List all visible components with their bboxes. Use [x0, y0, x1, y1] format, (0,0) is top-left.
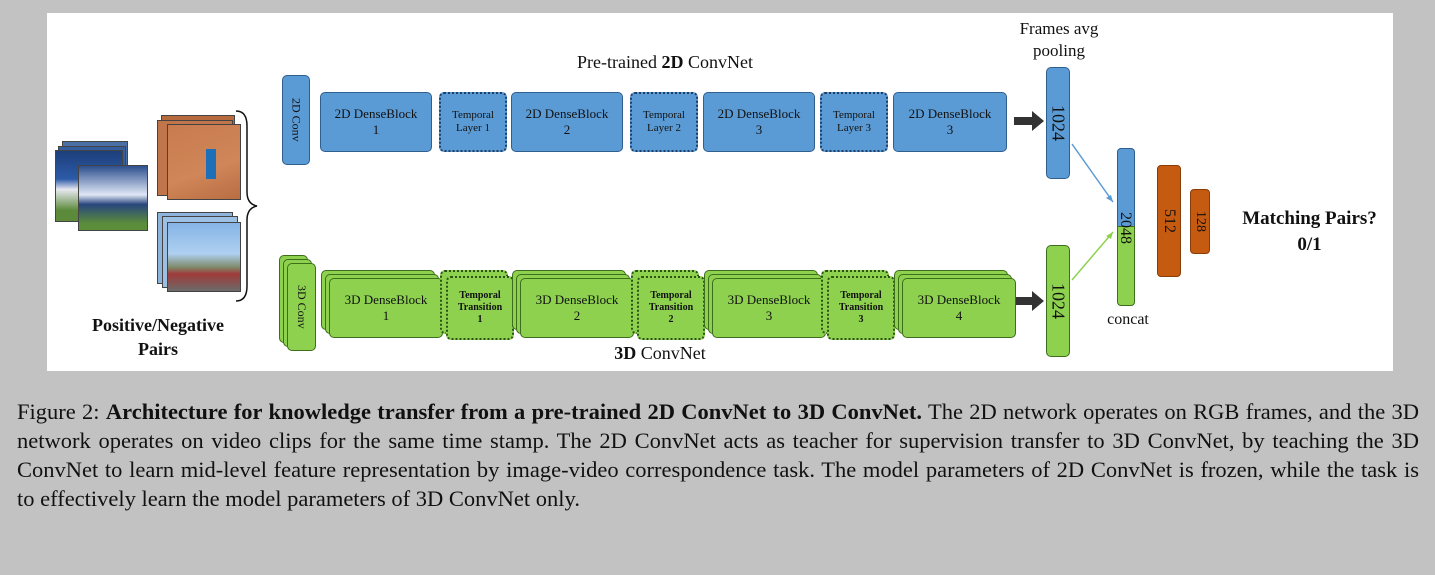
- temporal-layer-label-2: Temporal Layer 2: [643, 109, 685, 134]
- arrow-bottom-icon: [1014, 291, 1044, 311]
- concat-label: concat: [1107, 311, 1149, 328]
- concat-3d-part: [1117, 226, 1135, 306]
- dense2d-block-4: 2D DenseBlock 3: [893, 92, 1007, 152]
- dense2d-block-3: 2D DenseBlock 3: [703, 92, 815, 152]
- feature-2d-value: 1024: [1048, 105, 1069, 141]
- temporal-layer-1: Temporal Layer 1: [439, 92, 507, 152]
- tennis-image: [167, 124, 241, 200]
- arrow-top-icon: [1014, 111, 1044, 131]
- dense2d-label-3: 2D DenseBlock 3: [717, 106, 801, 137]
- fc-128: 128: [1190, 189, 1210, 254]
- caption-text: The 2D network operates on RGB frames, a…: [17, 399, 1419, 511]
- conv3d-block: 3D Conv: [287, 263, 316, 351]
- fc-512: 512: [1157, 165, 1181, 277]
- caption-prefix: Figure 2:: [17, 399, 106, 424]
- dense3d-block-3: 3D DenseBlock 3: [712, 278, 826, 338]
- tennis-player-shape: [206, 149, 216, 179]
- temporal-transition-label-3: Temporal Transition 3: [838, 290, 884, 325]
- fc-512-value: 512: [1161, 209, 1178, 233]
- dense3d-label-3: 3D DenseBlock 3: [727, 292, 811, 323]
- input-label: Positive/Negative Pairs: [92, 315, 224, 359]
- dense3d-block-1: 3D DenseBlock 1: [329, 278, 443, 338]
- bottom-title-bold: 3D: [614, 343, 637, 363]
- top-title-bold: 2D: [661, 52, 684, 72]
- temporal-layer-2: Temporal Layer 2: [630, 92, 698, 152]
- concat-block: 2048: [1117, 148, 1135, 306]
- feature-3d: 1024: [1046, 245, 1070, 357]
- temporal-transition-2: Temporal Transition 2: [637, 276, 705, 340]
- pooling-label: Frames avg pooling: [1019, 19, 1099, 60]
- output-label: Matching Pairs? 0/1: [1242, 208, 1377, 255]
- street-image: [167, 222, 241, 292]
- caption-bold: Architecture for knowledge transfer from…: [105, 399, 923, 424]
- temporal-layer-label-3: Temporal Layer 3: [833, 109, 875, 134]
- fc-128-value: 128: [1193, 211, 1208, 232]
- feature-2d: 1024: [1046, 67, 1070, 179]
- temporal-transition-1: Temporal Transition 1: [446, 276, 514, 340]
- dense2d-label-2: 2D DenseBlock 2: [525, 106, 609, 137]
- dense3d-label-1: 3D DenseBlock 1: [344, 292, 428, 323]
- concat-connectors: [1071, 143, 1114, 281]
- dense3d-label-4: 3D DenseBlock 4: [917, 292, 1001, 323]
- dense2d-label-1: 2D DenseBlock 1: [334, 106, 418, 137]
- temporal-layer-3: Temporal Layer 3: [820, 92, 888, 152]
- bottom-title-suffix: ConvNet: [636, 343, 706, 363]
- bottom-network-title: 3D ConvNet: [560, 343, 760, 364]
- dense3d-block-2: 3D DenseBlock 2: [520, 278, 634, 338]
- football-image: [78, 165, 148, 231]
- dense2d-block-1: 2D DenseBlock 1: [320, 92, 432, 152]
- conv2d-label: 2D Conv: [289, 98, 304, 142]
- dense3d-block-4: 3D DenseBlock 4: [902, 278, 1016, 338]
- temporal-transition-label-1: Temporal Transition 1: [457, 290, 503, 325]
- conv2d-block: 2D Conv: [282, 75, 310, 165]
- grouping-brace: [235, 110, 258, 302]
- top-network-title: Pre-trained 2D ConvNet: [480, 52, 850, 73]
- concat-value: 2048: [1117, 212, 1134, 244]
- dense2d-label-4: 2D DenseBlock 3: [908, 106, 992, 137]
- feature-3d-value: 1024: [1048, 283, 1069, 319]
- figure-caption: Figure 2: Architecture for knowledge tra…: [17, 397, 1419, 513]
- top-title-suffix: ConvNet: [683, 52, 753, 72]
- top-title-prefix: Pre-trained: [577, 52, 662, 72]
- temporal-transition-3: Temporal Transition 3: [827, 276, 895, 340]
- conv3d-label: 3D Conv: [295, 285, 309, 329]
- temporal-transition-label-2: Temporal Transition 2: [648, 290, 694, 325]
- dense3d-label-2: 3D DenseBlock 2: [535, 292, 619, 323]
- dense2d-block-2: 2D DenseBlock 2: [511, 92, 623, 152]
- temporal-layer-label-1: Temporal Layer 1: [452, 109, 494, 134]
